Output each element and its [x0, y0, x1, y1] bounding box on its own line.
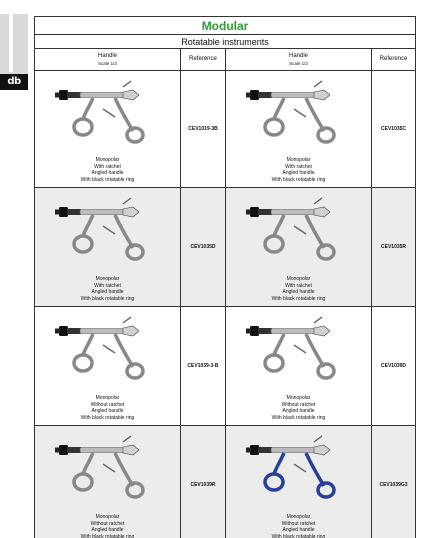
description-line: Monopolar	[286, 514, 311, 521]
reference-code: CEV1035D	[180, 187, 226, 307]
description-line: With black rotatable ring	[271, 414, 326, 421]
description-line: Without ratchet	[281, 401, 316, 408]
instrument-image	[54, 316, 145, 380]
reference-code: CEV1039G3	[370, 425, 417, 538]
description-line: Monopolar	[286, 395, 311, 402]
description-line: Monopolar	[95, 276, 120, 283]
description-line: Angled handle	[91, 289, 124, 296]
description-line: Without ratchet	[90, 401, 125, 408]
description-line: With black rotatable ring	[80, 295, 135, 302]
description-line: With ratchet	[94, 163, 121, 170]
reference-code: CEV1039D	[370, 306, 417, 426]
section-tab-stripe	[9, 14, 13, 72]
instrument-image	[245, 197, 336, 261]
description-line: With ratchet	[285, 282, 312, 289]
description-line: With black rotatable ring	[271, 176, 326, 183]
description-line: Monopolar	[286, 276, 311, 283]
description-line: With black rotatable ring	[80, 533, 135, 538]
description-line: With ratchet	[94, 282, 121, 289]
instrument-image	[54, 80, 145, 144]
description-line: Angled handle	[282, 289, 315, 296]
description-line: Monopolar	[95, 395, 120, 402]
instrument-image	[245, 80, 336, 144]
reference-code: CEV1035R	[370, 187, 417, 307]
description-line: With black rotatable ring	[271, 295, 326, 302]
instrument-image	[54, 435, 145, 499]
description-line: Monopolar	[95, 157, 120, 164]
description-line: Angled handle	[91, 170, 124, 177]
reference-column-header: Reference	[370, 48, 417, 71]
reference-code: CEV1019-3B	[180, 70, 226, 188]
reference-column-header: Reference	[180, 48, 226, 71]
description-line: With black rotatable ring	[80, 414, 135, 421]
description-line: With black rotatable ring	[271, 533, 326, 538]
scale-note: Scale 1/3	[289, 60, 308, 66]
description-line: Angled handle	[91, 527, 124, 534]
reference-code: CEV1039R	[180, 425, 226, 538]
instrument-image	[54, 197, 145, 261]
description-line: Angled handle	[91, 408, 124, 415]
description-line: Angled handle	[282, 408, 315, 415]
reference-code: CEV1039-3-B	[180, 306, 226, 426]
catalog-subtitle: Rotatable instruments	[33, 34, 417, 49]
scale-note: Scale 1/3	[98, 60, 117, 66]
instrument-image	[245, 316, 336, 380]
description-line: Monopolar	[286, 157, 311, 164]
catalog-title: Modular	[33, 16, 417, 35]
description-line: With ratchet	[285, 163, 312, 170]
description-line: Without ratchet	[90, 520, 125, 527]
instrument-image	[245, 435, 336, 499]
description-line: With black rotatable ring	[80, 176, 135, 183]
section-logo-mark: db	[0, 74, 28, 90]
description-line: Angled handle	[282, 170, 315, 177]
description-line: Monopolar	[95, 514, 120, 521]
description-line: Angled handle	[282, 527, 315, 534]
reference-code: CEV1035C	[370, 70, 417, 188]
description-line: Without ratchet	[281, 520, 316, 527]
